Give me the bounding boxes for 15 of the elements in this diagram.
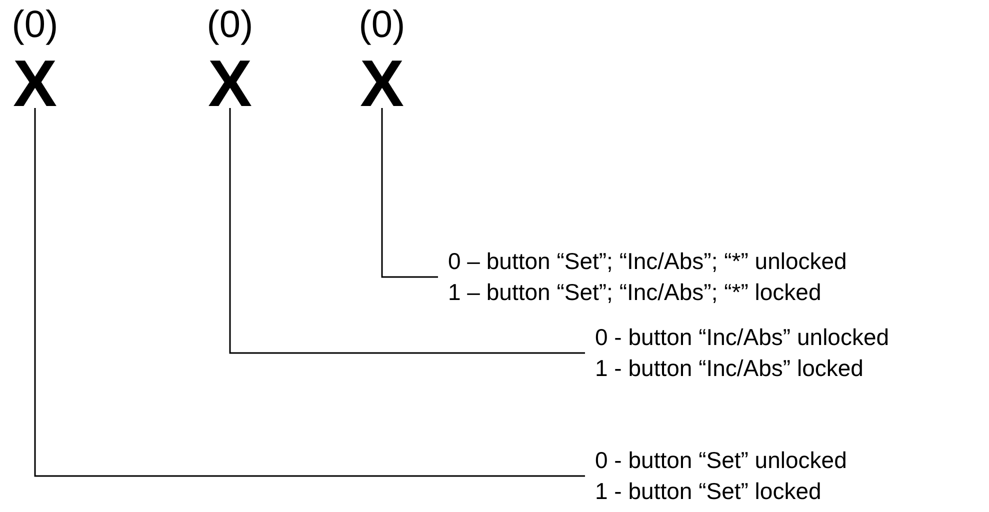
leader-line: [229, 108, 585, 354]
option-text: 0 - button “Inc/Abs” unlocked: [595, 323, 890, 352]
leader-line: [34, 108, 585, 477]
leader-line: [381, 108, 438, 278]
default-value-text: (0): [358, 4, 406, 46]
default-value-text: (0): [10, 4, 60, 46]
placeholder-letter: X: [208, 58, 252, 108]
option-text: 1 – button “Set”; “Inc/Abs”; “*” locked: [448, 278, 822, 307]
option-text: 0 - button “Set” unlocked: [595, 446, 847, 475]
placeholder-letter: X: [13, 58, 57, 108]
option-text: 1 - button “Set” locked: [595, 477, 822, 506]
option-text: 0 – button “Set”; “Inc/Abs”; “*” unlocked: [448, 247, 847, 276]
default-value-text: (0): [206, 4, 254, 46]
placeholder-letter: X: [360, 58, 404, 108]
option-text: 1 - button “Inc/Abs” locked: [595, 354, 864, 383]
